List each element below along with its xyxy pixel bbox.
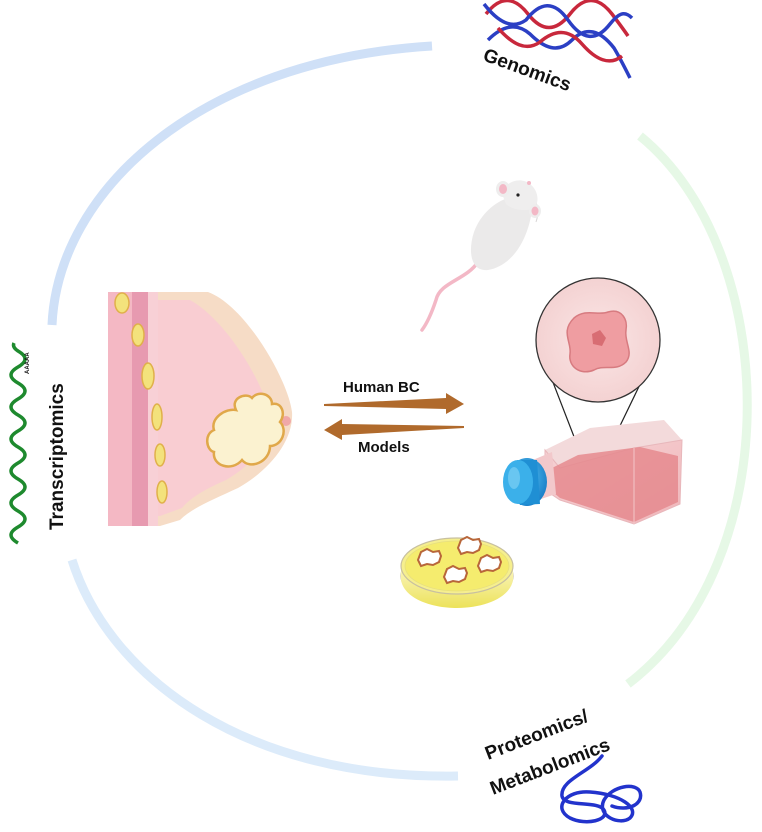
arrow-to-models: [324, 393, 464, 414]
transcriptomics-label: Transcriptomics: [47, 383, 68, 530]
poly-a-label: AAAAA: [25, 352, 31, 374]
arrow-to-human: [324, 419, 464, 440]
genomics-arc: [47, 41, 433, 326]
breast-tissue-icon: [108, 292, 293, 526]
human-bc-label: Human BC: [343, 379, 420, 396]
genomics-label: Genomics: [480, 45, 574, 96]
dna-helix-icon: [482, 0, 634, 79]
protein-coil-icon: [560, 754, 643, 824]
mrna-strand-icon: [9, 342, 27, 545]
mouse-icon: [420, 180, 541, 332]
organoid-magnified-icon: [535, 277, 661, 448]
petri-dish-icon: [400, 535, 514, 608]
culture-flask-icon: [503, 420, 683, 525]
transcriptomics-arc: [67, 558, 459, 781]
tumor-icon: [206, 392, 285, 468]
models-label: Models: [358, 439, 410, 456]
proteomics-arc: [625, 132, 752, 688]
